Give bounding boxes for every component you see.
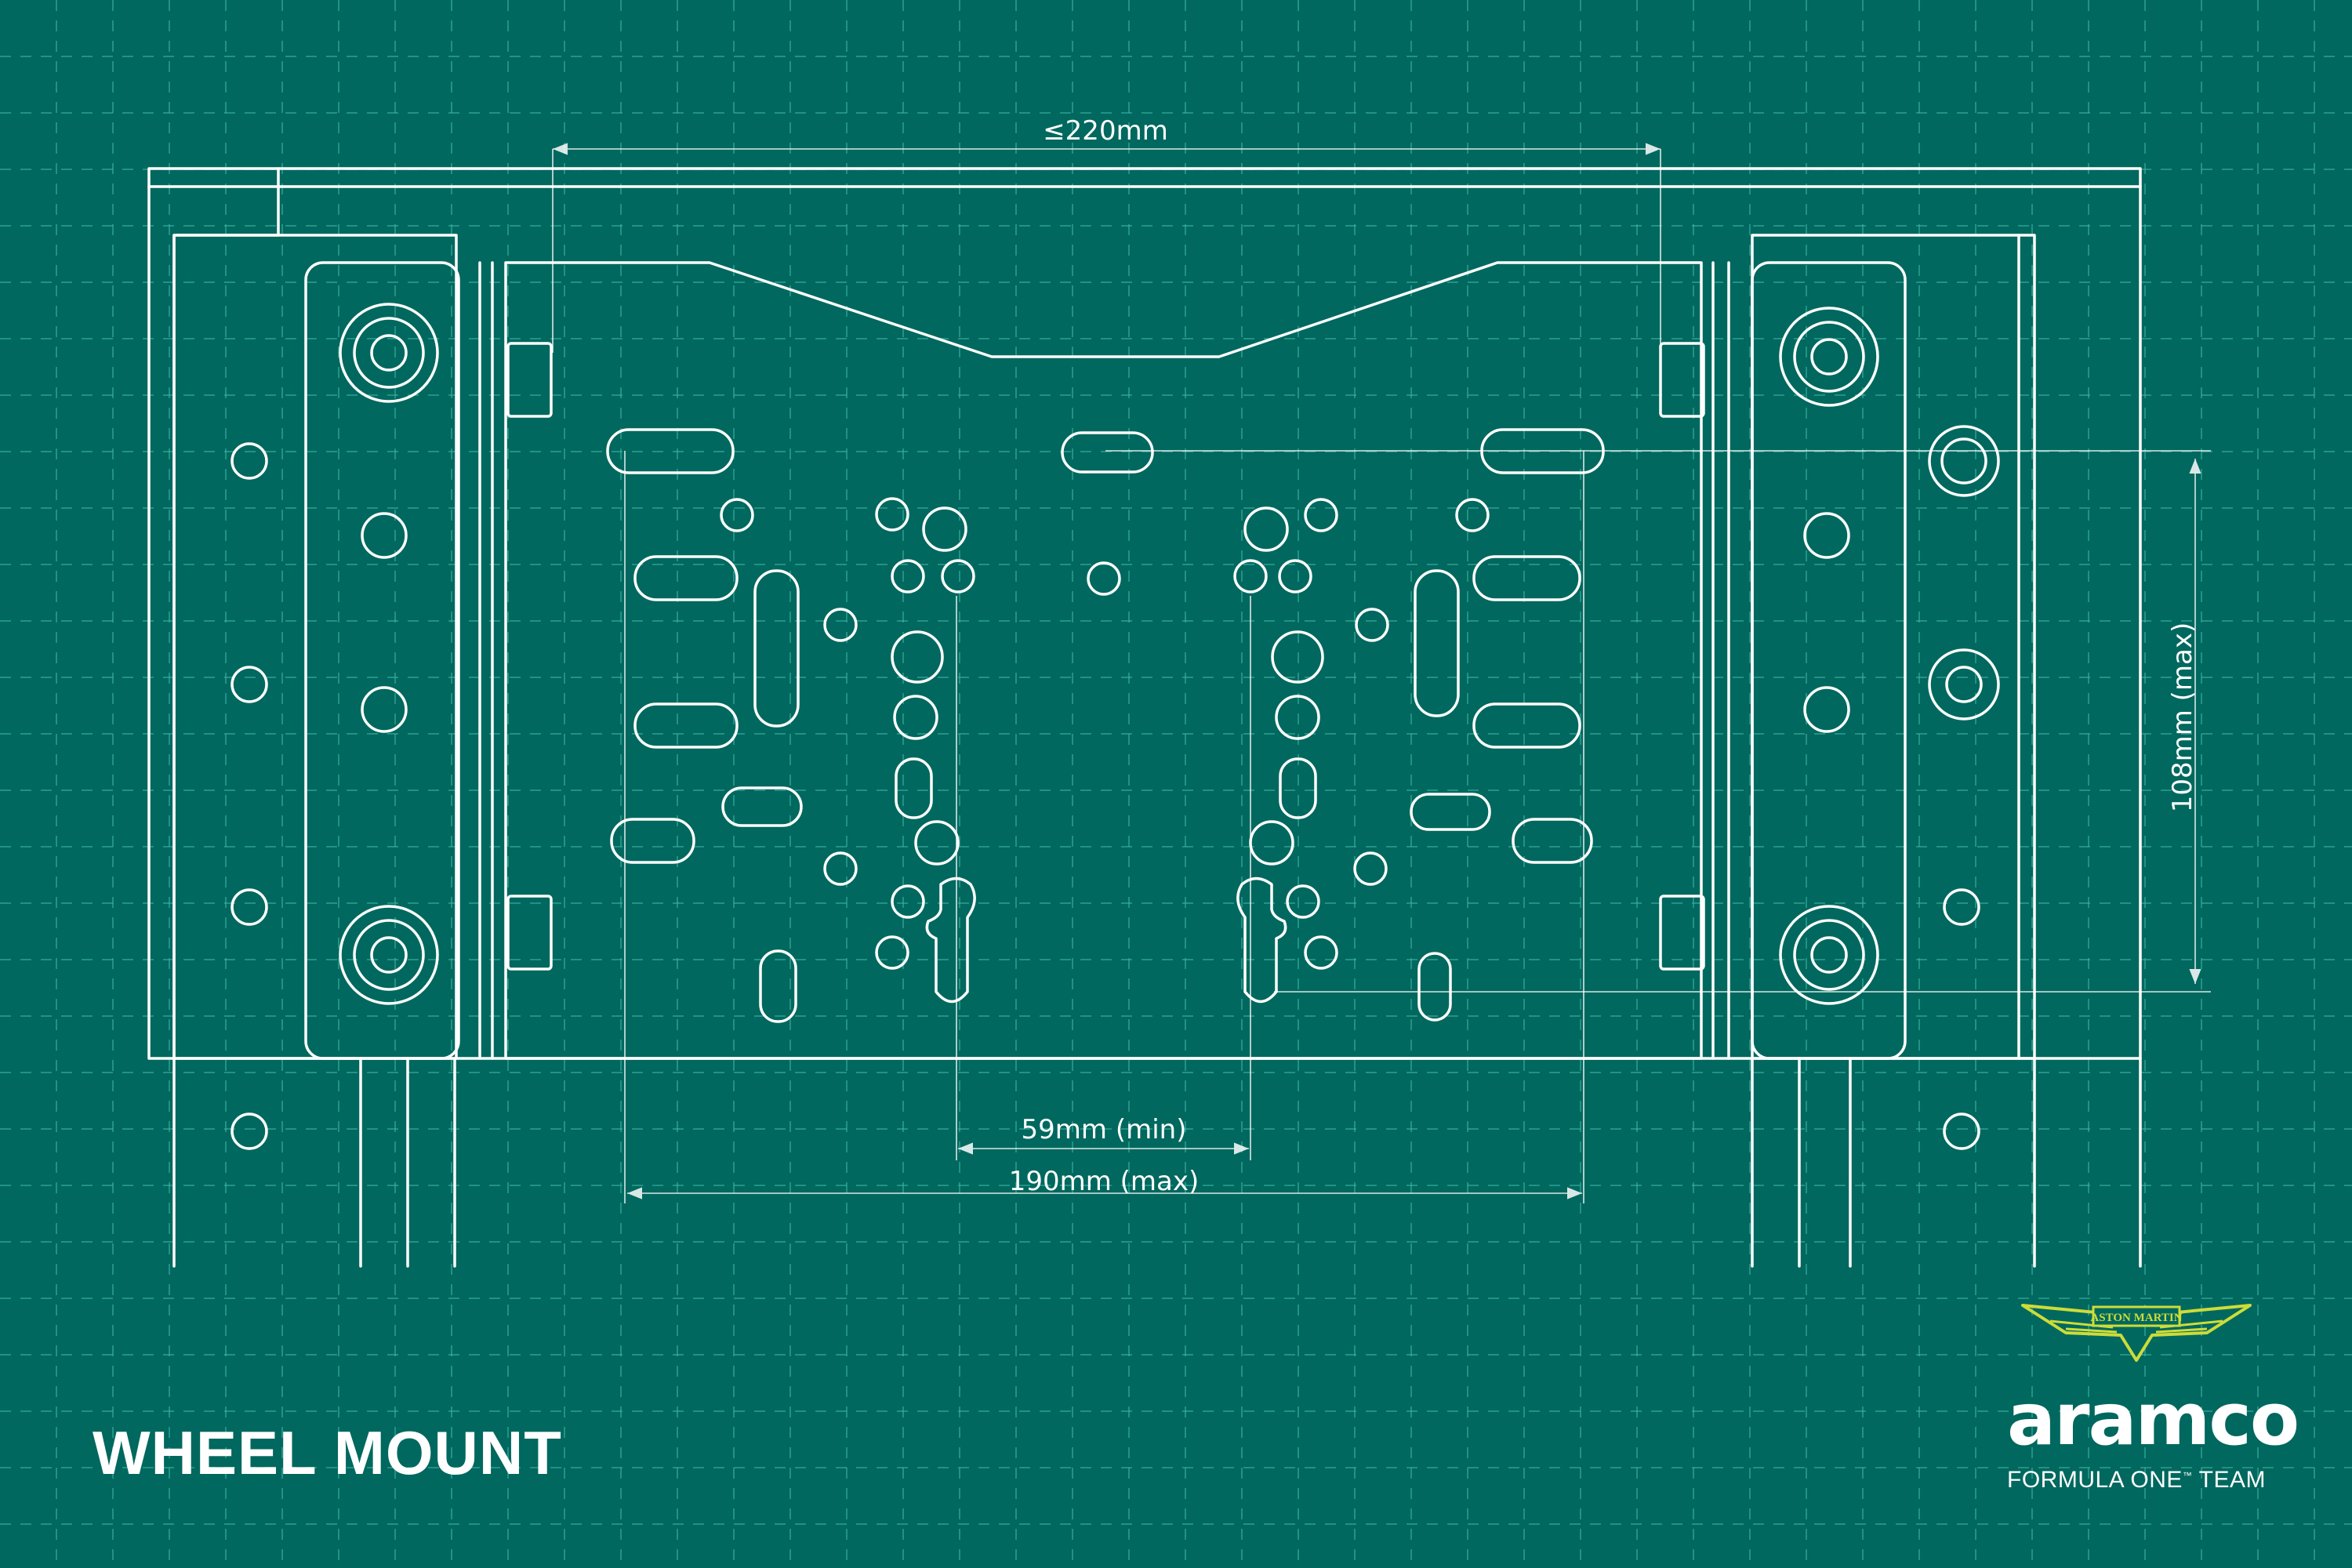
aston-martin-wings-icon: ASTON MARTIN: [2021, 1304, 2252, 1362]
team-name: FORMULA ONE™ TEAM: [2007, 1467, 2266, 1494]
team-name-suffix: TEAM: [2198, 1467, 2267, 1493]
dimension-label-vertical: 108mm (max): [2167, 622, 2198, 813]
right-side-plate: [1659, 261, 2000, 1150]
aston-martin-logo-text: ASTON MARTIN: [2090, 1312, 2182, 1324]
mount-frame: [147, 167, 2142, 1268]
trademark-symbol: ™: [2182, 1470, 2193, 1481]
dimension-label-top-width: ≤220mm: [1043, 115, 1168, 147]
team-name-formula: FORMULA ONE: [2007, 1467, 2183, 1493]
center-mount-plate: [504, 261, 1703, 1060]
aramco-wordmark: aramco: [2007, 1377, 2299, 1461]
dimension-label-max-spacing: 190mm (max): [1009, 1166, 1200, 1197]
dimension-label-min-spacing: 59mm (min): [1022, 1114, 1187, 1145]
team-brand-block: ASTON MARTIN aramco FORMULA ONE™ TEAM: [2007, 1298, 2299, 1501]
dimension-annotations: ≤220mm 108mm (max) 59mm (min) 190mm (max…: [552, 115, 2211, 1203]
left-side-plate: [230, 261, 553, 1150]
diagram-title: WHEEL MOUNT: [93, 1418, 562, 1487]
